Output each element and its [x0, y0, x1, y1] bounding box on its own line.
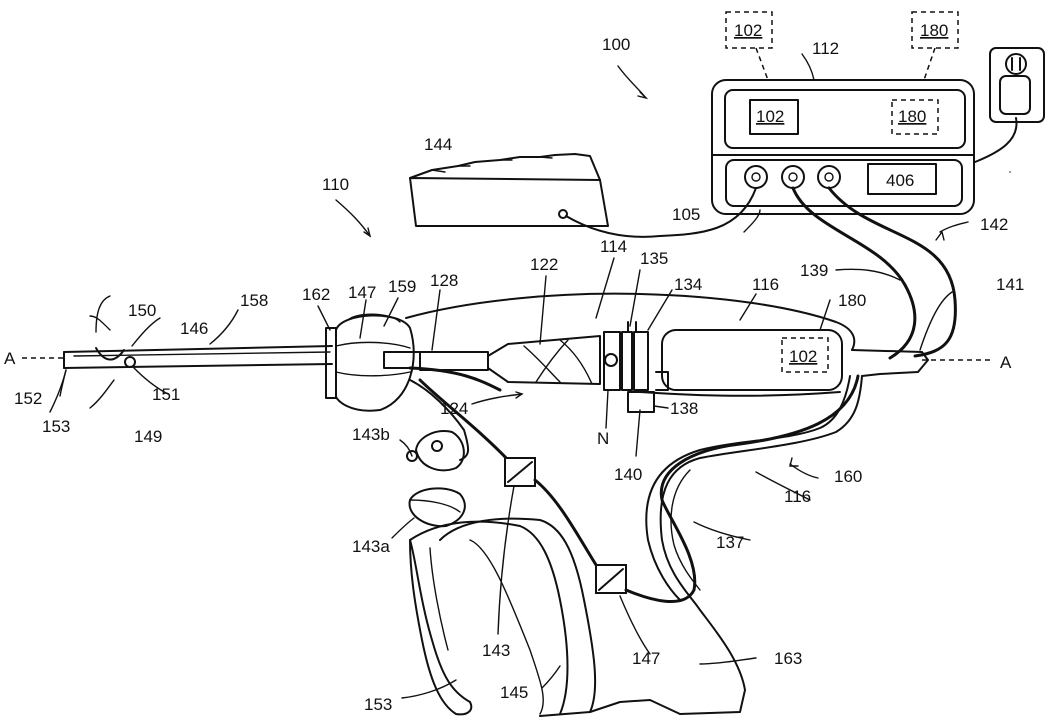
generator-socket-2 — [782, 166, 804, 188]
label-160: 160 — [834, 467, 862, 486]
label-144: 144 — [424, 135, 452, 154]
label-128: 128 — [430, 271, 458, 290]
label-152: 152 — [14, 389, 42, 408]
label-102-generator: 102 — [756, 107, 784, 126]
label-102-top: 102 — [734, 21, 762, 40]
label-143b: 143b — [352, 425, 390, 444]
label-112: 112 — [812, 39, 839, 58]
foot-pedal — [410, 154, 756, 237]
label-158: 158 — [240, 291, 268, 310]
wall-outlet — [975, 48, 1044, 162]
label-140: 140 — [614, 465, 642, 484]
label-153-trigger: 153 — [364, 695, 392, 714]
label-141: 141 — [996, 275, 1024, 294]
label-147-bottom: 147 — [632, 649, 660, 668]
label-114: 114 — [600, 237, 627, 256]
generator-socket-1 — [745, 166, 767, 188]
label-162: 162 — [302, 285, 330, 304]
label-150: 150 — [128, 301, 156, 320]
label-135: 135 — [640, 249, 668, 268]
label-100: 100 — [602, 35, 630, 54]
label-102-body: 102 — [789, 347, 817, 366]
label-134: 134 — [674, 275, 702, 294]
label-105: 105 — [672, 205, 700, 224]
generator-unit — [712, 12, 974, 214]
label-406: 406 — [886, 171, 914, 190]
label-163: 163 — [774, 649, 802, 668]
label-axis-a-left: A — [4, 349, 16, 368]
label-116-bottom: 116 — [784, 487, 811, 506]
label-143a: 143a — [352, 537, 390, 556]
label-149: 149 — [134, 427, 162, 446]
label-116-top: 116 — [752, 275, 779, 294]
label-124: 124 — [440, 399, 468, 418]
label-145: 145 — [500, 683, 528, 702]
label-139: 139 — [800, 261, 828, 280]
generator-socket-3 — [818, 166, 840, 188]
label-180-top: 180 — [920, 21, 948, 40]
label-151: 151 — [152, 385, 180, 404]
label-153-shaft: 153 — [42, 417, 70, 436]
label-138: 138 — [670, 399, 698, 418]
label-122: 122 — [530, 255, 558, 274]
label-147-top: 147 — [348, 283, 376, 302]
wire-137 — [626, 376, 858, 602]
label-axis-a-right: A — [1000, 353, 1012, 372]
label-137: 137 — [716, 533, 744, 552]
shaft-blade — [64, 314, 420, 410]
label-142: 142 — [980, 215, 1008, 234]
label-n: N — [597, 429, 609, 448]
trigger-handle — [407, 380, 595, 714]
label-180-body: 180 — [838, 291, 866, 310]
label-110: 110 — [322, 175, 349, 194]
label-180-generator: 180 — [898, 107, 926, 126]
label-146: 146 — [180, 319, 208, 338]
label-159: 159 — [388, 277, 416, 296]
label-143: 143 — [482, 641, 510, 660]
